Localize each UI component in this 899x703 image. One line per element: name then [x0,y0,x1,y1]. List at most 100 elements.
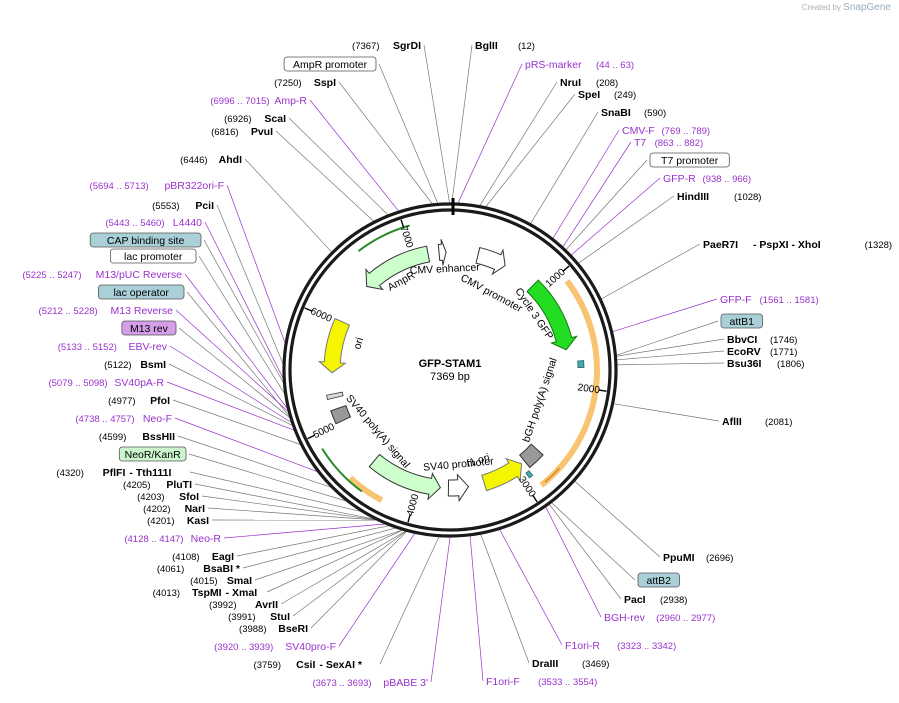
leader-line [498,528,563,646]
ring-tick-label: 4000 [405,492,422,517]
leader-line [378,63,439,205]
site-position: (4203) [137,492,164,503]
site-name: GFP-R [663,173,696,185]
site-name: BbvCI [727,334,757,346]
left-label-smai: SmaI(4015) [190,575,252,587]
leader-line [478,81,558,207]
site-position: (6446) [180,155,207,166]
leader-line [451,44,473,205]
left-label-m13-reverse: M13 Reverse (5212 .. 5228) [39,305,174,317]
site-name: SnaBI [601,107,631,119]
leader-line [207,507,380,521]
site-name: SV40pro-F [285,641,336,653]
site-position: (4061) [157,564,184,575]
leader-line [174,417,320,473]
ring-tick-mark [407,514,411,523]
leader-line [172,399,303,446]
neo-arc [348,475,384,503]
site-name: pBABE 3' [383,677,428,689]
plasmid-name: GFP-STAM1 [419,358,482,370]
site-name: SfoI [179,491,199,503]
site-position: (5694 .. 5713) [90,181,149,192]
right-label-hindiii: HindIII(1028) [677,191,761,203]
site-position: (3673 .. 3693) [312,678,371,689]
watermark-prefix: Created by [801,3,841,12]
site-name: StuI [270,611,290,623]
left-label-sv40pa-r: SV40pA-R(5079 .. 5098) [48,377,164,389]
f1-ori-arrow [481,457,523,492]
site-position: (5212 .. 5228) [39,306,98,317]
enzyme-extra-label: - XmaI [226,587,258,599]
leader-line [244,158,333,254]
leader-line [166,381,296,431]
leader-line [198,255,287,397]
backbone-inner-strand [288,208,612,532]
site-position: (3992) [209,600,236,611]
left-label-cap-binding-site: CAP binding site [89,232,202,248]
leader-line [292,530,408,617]
left-label-neor-kanr: NeoR/KanR [118,446,187,462]
feature-box [98,284,185,300]
site-position: (6996 .. 7015) [210,96,269,107]
gfp-fusion-arc [539,279,600,488]
right-label-f1ori-f: F1ori-F(3533 .. 3554) [486,676,597,688]
feature-box-label: attB2 [646,575,671,587]
site-position: (2938) [660,595,687,606]
leader-line [600,243,701,300]
site-position: (7367) [352,41,379,52]
ring-tick-label: 7000 [398,225,415,250]
site-name: DraIII [532,658,558,670]
enzyme-extra-label: - Tth111I [129,467,171,479]
feature-box [649,152,730,168]
neor-arrow [368,453,442,501]
left-label-sgrdi: SgrDI(7367) [352,40,421,52]
site-position: (5133 .. 5152) [58,342,117,353]
watermark-brand: SnapGene [843,2,891,13]
left-label-lac-operator: lac operator [98,284,185,300]
site-position: (1746) [770,335,797,346]
site-name: M13 Reverse [111,305,174,317]
leader-line [469,534,484,682]
ring-tick-mark [532,494,538,503]
leader-line [189,471,365,513]
right-label-bsu36i: Bsu36I(1806) [727,358,804,370]
ori-label: ori [351,336,366,351]
leader-line [615,362,725,366]
feature-box [118,446,187,462]
arc-edge [544,467,560,483]
leader-line [570,177,661,257]
site-name: PpuMI [663,552,695,564]
leader-line [615,350,725,361]
site-name: ScaI [264,113,286,125]
leader-line [577,195,675,265]
leader-line [552,129,620,240]
right-label-attb1: attB1 [720,313,763,329]
site-name: M13/pUC Reverse [96,269,183,281]
site-name: PluTI [166,479,192,491]
ampr-arrow [365,245,431,291]
right-label-bgh-rev: BGH-rev(2960 .. 2977) [604,612,715,624]
left-label-pcii: PciI(5553) [152,200,214,212]
leader-line [338,532,416,647]
site-name: AflII [722,416,742,428]
right-label-gfp-f: GFP-F(1561 .. 1581) [720,294,819,306]
ring-tick-label: 6000 [309,306,334,325]
site-position: (4202) [143,504,170,515]
site-name: F1ori-R [565,640,600,652]
site-name: BGH-rev [604,612,646,624]
leader-line [226,184,287,346]
site-name: PciI [195,200,214,212]
site-name: GFP-F [720,294,752,306]
site-position: (5122) [104,360,131,371]
site-position: (4128 .. 4147) [124,534,183,545]
site-position: (5443 .. 5460) [105,218,164,229]
feature-box [283,56,377,72]
sv40-promoter-label: SV40 promoter [423,455,495,473]
left-label-pbabe-3-: pBABE 3' (3673 .. 3693) [312,677,428,689]
feature-box [637,572,680,588]
site-position: (4738 .. 4757) [75,414,134,425]
watermark: Created by SnapGene [802,2,891,13]
left-label-sv40pro-f: SV40pro-F(3920 .. 3939) [214,641,336,653]
site-name: PfoI [150,395,170,407]
left-label-pluti: PluTI(4205) [123,479,192,491]
